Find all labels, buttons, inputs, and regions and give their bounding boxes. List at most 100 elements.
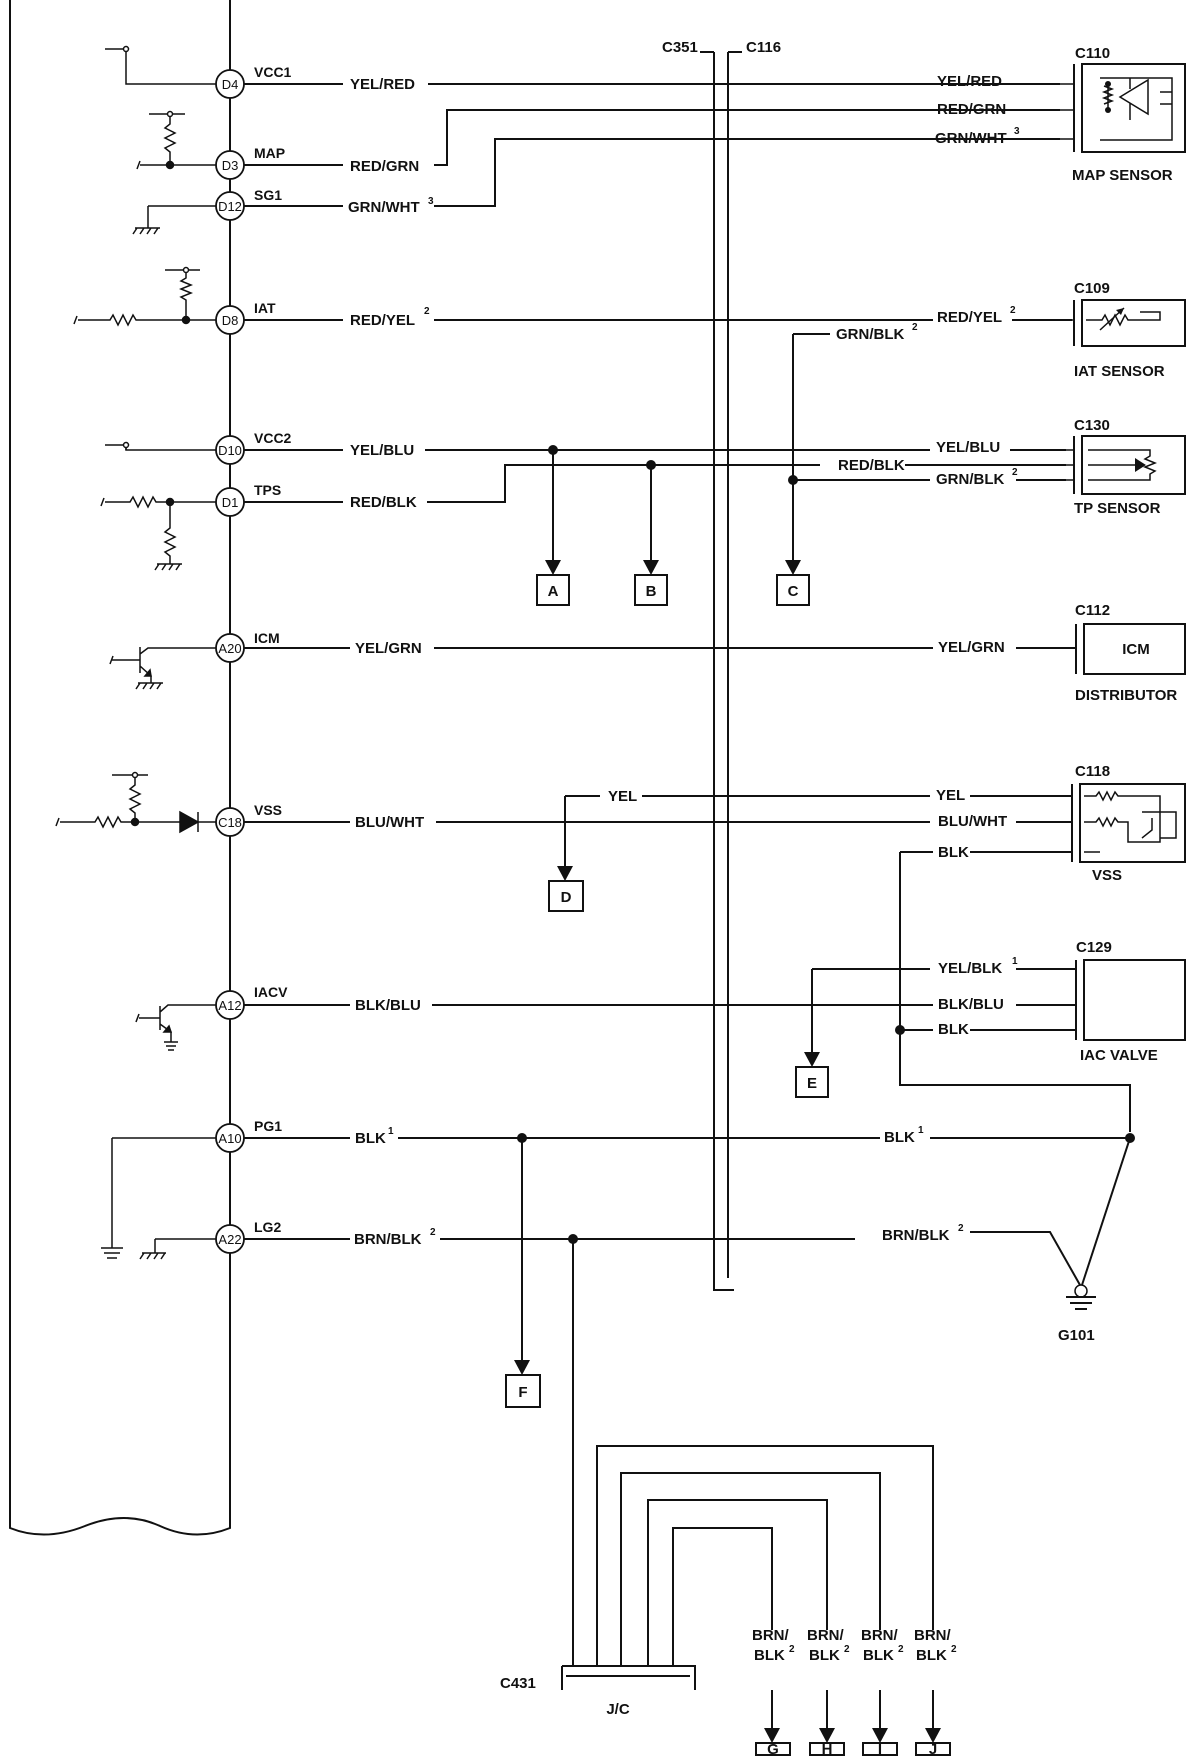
ref-box-g: G xyxy=(755,1741,791,1758)
ref-box-j: J xyxy=(915,1741,951,1758)
svg-text:A: A xyxy=(548,583,559,600)
wire-label-brn-h-bottom: BLK xyxy=(809,1647,840,1664)
label-vcc1: VCC1 xyxy=(254,64,292,80)
ref-box-i: I xyxy=(862,1741,898,1758)
map-sensor: C110 MAP SENSOR xyxy=(1060,45,1186,184)
svg-text:I: I xyxy=(878,1741,882,1758)
pin-a12: A12 xyxy=(215,990,245,1020)
pin-function-labels: VCC1 MAP SG1 IAT VCC2 TPS ICM VSS IACV P… xyxy=(254,64,292,1235)
wire-label-red-grn-sensor: RED/GRN xyxy=(937,101,1006,118)
wire-labels: YEL/RED YEL/RED RED/GRN RED/GRN GRN/WHT … xyxy=(348,73,1020,1664)
jc-label: J/C xyxy=(606,1701,630,1718)
wire-label-yel-blu-ecm: YEL/BLU xyxy=(350,442,414,459)
wire-label-yel-grn-icm: YEL/GRN xyxy=(938,639,1005,656)
wire-label-red-yel-sensor: RED/YEL xyxy=(937,309,1002,326)
connector-c129-label: C129 xyxy=(1076,939,1112,956)
svg-text:D10: D10 xyxy=(218,443,242,458)
ref-box-h: H xyxy=(809,1741,845,1758)
ecm-pins: D4 D3 D12 D8 D10 D1 A20 C18 A12 A10 A22 xyxy=(215,69,245,1254)
pin-a20: A20 xyxy=(215,633,245,663)
wire-label-yel-vss: YEL xyxy=(936,787,965,804)
svg-text:D4: D4 xyxy=(222,77,239,92)
connector-c110-label: C110 xyxy=(1075,45,1110,62)
junction-connector-jc: C431 J/C xyxy=(500,1665,696,1718)
ref-box-c: C xyxy=(776,574,810,606)
label-sg1: SG1 xyxy=(254,187,282,203)
ground-g101: G101 xyxy=(1058,1284,1096,1344)
wire-label-red-yel-ecm: RED/YEL xyxy=(350,312,415,329)
wire-note-2-j: 2 xyxy=(951,1644,957,1655)
wire-label-brn-g-bottom: BLK xyxy=(754,1647,785,1664)
wire-label-brn-blk-ground: BRN/BLK xyxy=(882,1227,950,1244)
wire-note-2-red-yel-sensor: 2 xyxy=(1010,305,1016,316)
label-map: MAP xyxy=(254,145,285,161)
junction-dots xyxy=(517,445,1135,1244)
svg-text:C18: C18 xyxy=(218,815,242,830)
label-vcc2: VCC2 xyxy=(254,430,292,446)
icm-label: ICM xyxy=(1122,641,1150,658)
wire-note-3-ecm: 3 xyxy=(428,196,434,207)
icm-distributor: C112 ICM DISTRIBUTOR xyxy=(1075,602,1186,704)
wire-label-blk-blu-ecm: BLK/BLU xyxy=(355,997,421,1014)
wire-label-brn-j-bottom: BLK xyxy=(916,1647,947,1664)
iat-sensor-label: IAT SENSOR xyxy=(1074,363,1165,380)
tp-sensor-label: TP SENSOR xyxy=(1074,500,1161,517)
map-sensor-label: MAP SENSOR xyxy=(1072,167,1173,184)
ecm-internal-circuits xyxy=(55,45,218,1260)
wire-label-yel-red-sensor: YEL/RED xyxy=(937,73,1002,90)
ref-box-a: A xyxy=(536,574,570,606)
label-pg1: PG1 xyxy=(254,1118,282,1134)
pin-d12: D12 xyxy=(215,191,245,221)
iat-sensor: C109 IAT SENSOR xyxy=(1072,280,1186,380)
svg-text:A22: A22 xyxy=(218,1232,241,1247)
distributor-label: DISTRIBUTOR xyxy=(1075,687,1177,704)
pin-a10: A10 xyxy=(215,1123,245,1153)
wire-label-blk-blu-iac: BLK/BLU xyxy=(938,996,1004,1013)
pin-a22: A22 xyxy=(215,1224,245,1254)
connector-c431-label: C431 xyxy=(500,1675,536,1692)
connector-bar-c351-c116: C351 C116 xyxy=(662,39,781,1291)
wire-label-blu-wht-ecm: BLU/WHT xyxy=(355,814,424,831)
ref-box-d: D xyxy=(548,880,584,912)
wire-note-2-g: 2 xyxy=(789,1644,795,1655)
pin-d10: D10 xyxy=(215,435,245,465)
wire-label-blk-iac: BLK xyxy=(938,1021,969,1038)
ref-box-b: B xyxy=(634,574,668,606)
wire-label-brn-g-top: BRN/ xyxy=(752,1627,789,1644)
wire-label-blk-ground: BLK xyxy=(884,1129,915,1146)
svg-text:D3: D3 xyxy=(222,158,239,173)
svg-text:C: C xyxy=(788,583,799,600)
wire-note-2-grn-blk-iat: 2 xyxy=(912,322,918,333)
svg-text:G: G xyxy=(767,1741,779,1758)
wire-label-red-blk-ecm: RED/BLK xyxy=(350,494,417,511)
connector-c351-label: C351 xyxy=(662,39,698,56)
wire-label-grn-wht-sensor: GRN/WHT xyxy=(935,130,1007,147)
svg-text:D8: D8 xyxy=(222,313,239,328)
wire-note-2-brn-blk-ground: 2 xyxy=(958,1223,964,1234)
ref-box-f: F xyxy=(505,1374,541,1408)
wire-label-red-blk-sensor: RED/BLK xyxy=(838,457,905,474)
wire-label-brn-j-top: BRN/ xyxy=(914,1627,951,1644)
label-lg2: LG2 xyxy=(254,1219,281,1235)
wires xyxy=(244,83,1131,1728)
svg-text:J: J xyxy=(929,1741,937,1758)
label-icm: ICM xyxy=(254,630,280,646)
ref-box-e: E xyxy=(795,1066,829,1098)
wire-label-red-grn-ecm: RED/GRN xyxy=(350,158,419,175)
wire-label-blk-vss: BLK xyxy=(938,844,969,861)
svg-text:E: E xyxy=(807,1075,817,1092)
ref-arrows xyxy=(514,560,941,1743)
wire-note-3-sensor: 3 xyxy=(1014,126,1020,137)
wire-note-1-blk-ground: 1 xyxy=(918,1125,924,1136)
ref-boxes: A B C D E F G H I J xyxy=(505,574,951,1758)
label-iat: IAT xyxy=(254,300,276,316)
connector-c130-label: C130 xyxy=(1074,417,1110,434)
iac-valve: C129 IAC VALVE xyxy=(1075,939,1186,1064)
svg-text:D1: D1 xyxy=(222,495,239,510)
connector-c118-label: C118 xyxy=(1075,763,1110,780)
connector-c112-label: C112 xyxy=(1075,602,1110,619)
svg-text:A12: A12 xyxy=(218,998,241,1013)
pin-d4: D4 xyxy=(215,69,245,99)
tp-sensor: C130 TP SENSOR xyxy=(1066,417,1186,517)
svg-text:D12: D12 xyxy=(218,199,242,214)
